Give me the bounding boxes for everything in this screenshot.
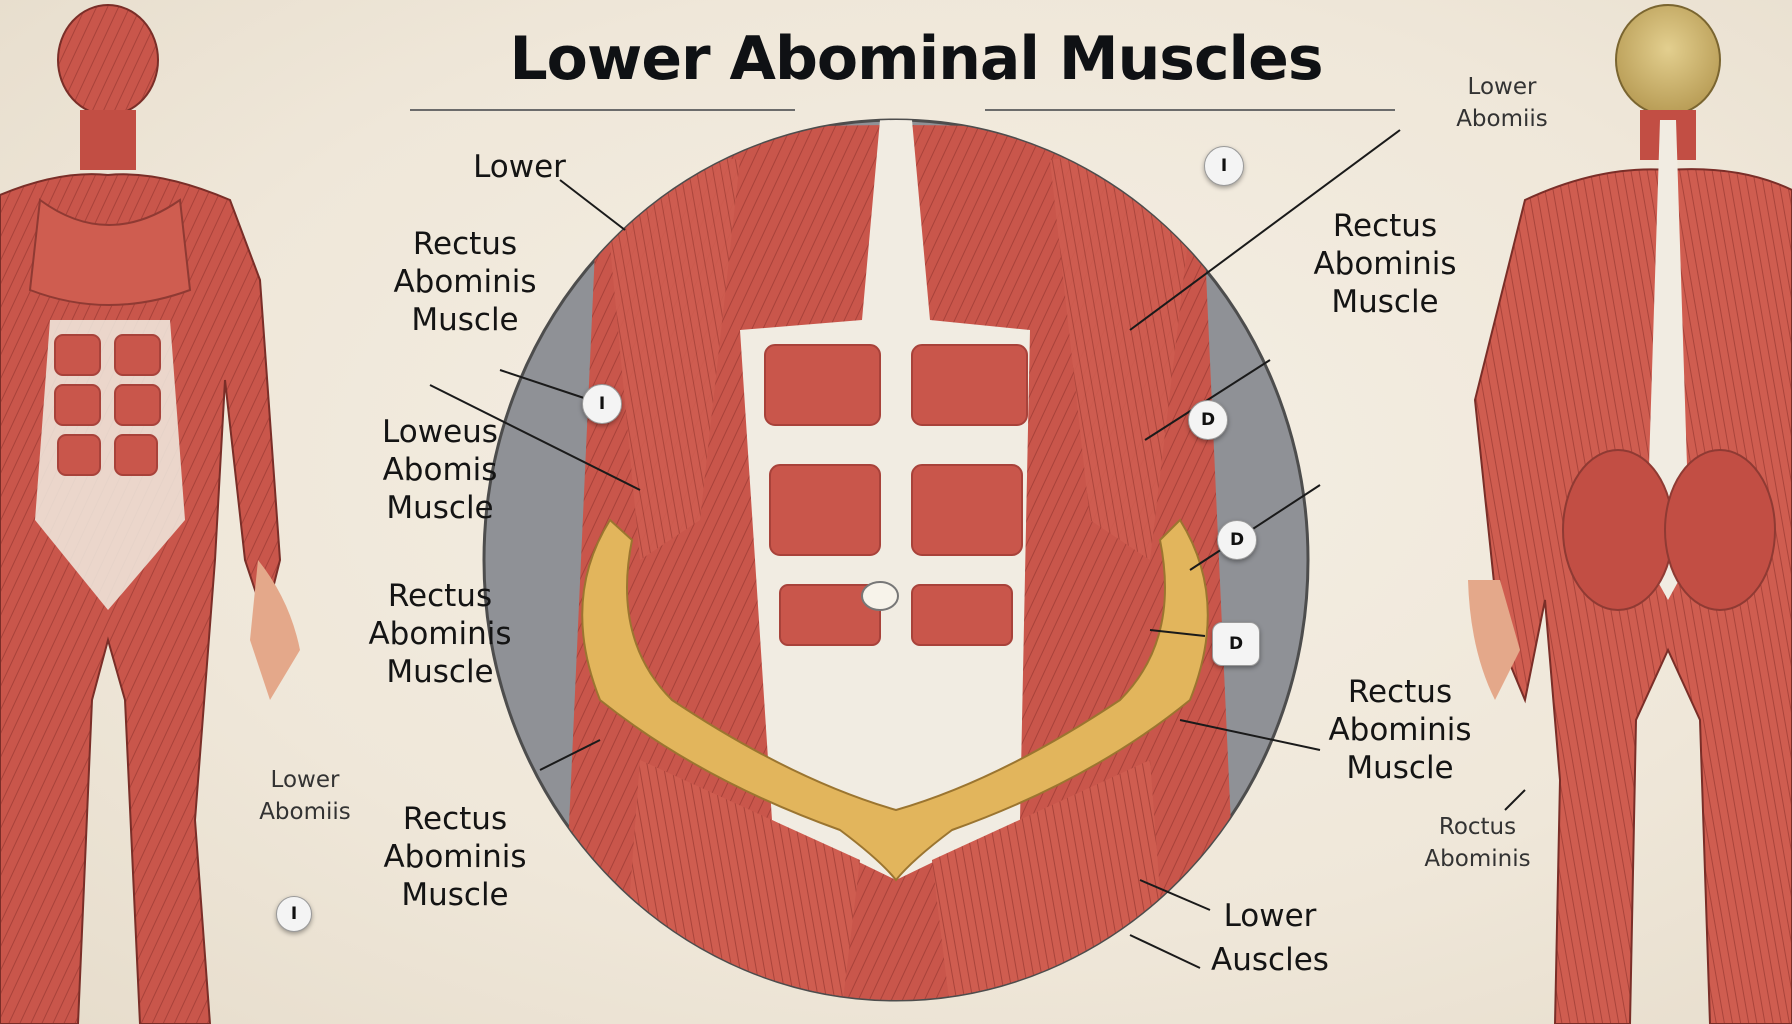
page-title: Lower Abominal Muscles (509, 24, 1323, 94)
marker-4: D (1217, 520, 1257, 560)
marker-5: D (1212, 622, 1260, 666)
marker-3: D (1188, 400, 1228, 440)
front-figure (0, 4, 300, 1024)
label-rectus-abominis-3: Rectus Abominis Muscle (383, 801, 527, 913)
label-lower-left: Lower (473, 149, 566, 185)
label-lower-abomiis-left: Lower Abomiis (259, 767, 351, 825)
label-rectus-abominis-1: Rectus Abominis Muscle (393, 226, 537, 338)
label-rectus-abominis-2: Rectus Abominis Muscle (368, 578, 512, 690)
marker-6: I (276, 896, 312, 932)
marker-2: I (582, 384, 622, 424)
marker-1: I (1204, 146, 1244, 186)
zoom-circle (482, 118, 1310, 1002)
label-rectus-abominis-right-2: Rectus Abominis Muscle (1328, 674, 1472, 786)
label-loweus-abomis: Loweus Abomis Muscle (382, 414, 498, 526)
back-figure (1468, 4, 1792, 1024)
label-lower-bottom: Lower (1223, 898, 1317, 934)
label-auscles-bottom: Auscles (1211, 942, 1329, 978)
label-roctus-abominis: Roctus Abominis (1424, 814, 1531, 872)
label-rectus-abominis-right-1: Rectus Abominis Muscle (1313, 208, 1457, 320)
label-lower-abomiis-right: Lower Abomiis (1456, 74, 1548, 132)
